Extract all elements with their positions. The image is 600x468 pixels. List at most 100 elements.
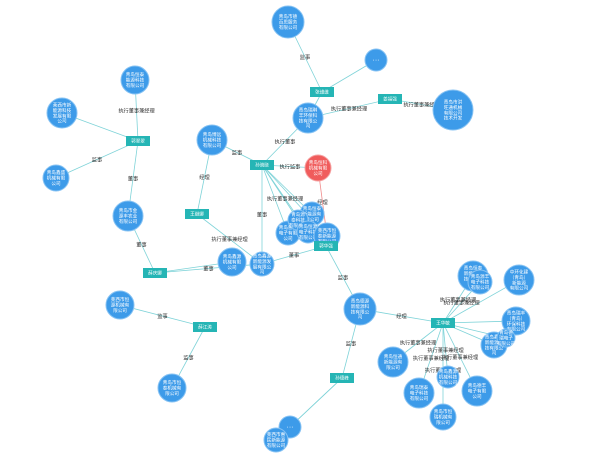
company-name-line: 青岛鑫泰	[485, 334, 504, 341]
person-node[interactable]: 张维维	[310, 87, 334, 97]
company-name-line: 司	[306, 124, 311, 129]
company-name-line: 机械有限	[223, 259, 242, 266]
edge-label: 执行董事兼经理	[413, 354, 450, 362]
company-circle	[501, 306, 531, 336]
person-box	[143, 268, 167, 278]
company-name-line: 旺通机械	[444, 104, 463, 111]
person-node[interactable]: 孙晓晓	[250, 160, 274, 170]
edge-label: 董事	[136, 241, 146, 249]
company-name-line: 有限公司	[444, 109, 463, 116]
edge-label: 监事	[183, 354, 193, 362]
person-node[interactable]: 姜福强	[378, 94, 402, 104]
company-name-line: 能源科技	[53, 107, 72, 114]
edge-labels-layer: 监事执行董事兼经理执行董事兼经理执行董事兼经理监事董事执行董事监事执行监事执行董…	[92, 53, 481, 374]
more-indicator: ···	[287, 424, 294, 431]
company-name-line: 莱西市新	[53, 102, 72, 109]
edge-label: 执行监事	[280, 163, 301, 171]
person-node[interactable]: 王华敏	[431, 318, 455, 328]
company-name-line: 新能源	[512, 279, 526, 286]
edge-label: 经理	[199, 173, 210, 181]
company-circle	[343, 292, 377, 326]
company-name-line: 电子有限	[468, 388, 487, 395]
nodes-layer[interactable]: 青岛市德百思服务有限公司张维维···姜福强青岛市洪旺通机械有限公司技术开发青岛瑞…	[42, 5, 535, 453]
company-circle	[105, 290, 135, 320]
company-name-line: 青岛恒源	[299, 223, 318, 230]
edge-p_c-c_lt3	[55, 140, 139, 179]
company-circle	[467, 269, 493, 295]
company-name-line: 青岛恒科	[309, 159, 328, 166]
company-node[interactable]: ···	[364, 48, 388, 72]
company-name-line: 技有限公	[299, 117, 318, 124]
edge-label: 监事	[232, 149, 242, 157]
company-name-line: 技有限公	[351, 308, 370, 315]
person-name: 王华敏	[436, 320, 450, 327]
company-name-line: 泰机械有	[163, 385, 182, 392]
company-name-line: 青岛德源	[351, 298, 370, 305]
company-name-line: 公司	[472, 394, 482, 399]
company-name-line: 青岛瑞琳	[299, 107, 318, 114]
company-circle	[217, 247, 247, 277]
person-node[interactable]: 薛庆娜	[143, 268, 167, 278]
person-box	[378, 94, 402, 104]
edge-label: 经理	[396, 312, 407, 320]
person-node[interactable]: 郭华强	[314, 241, 338, 251]
company-name-line: 环保科技	[507, 320, 526, 327]
edge-label: 执行董事兼经理	[427, 346, 464, 354]
company-name-line: 电子科技	[410, 390, 429, 397]
company-name-line: 青岛博远	[203, 131, 222, 138]
company-name-line: 电子科技	[471, 279, 490, 286]
company-name-line: 青岛鑫盛	[47, 169, 66, 176]
company-name-line: 青岛市恒	[163, 379, 182, 386]
company-circle	[46, 97, 78, 129]
company-name-line: 有限公司	[289, 222, 308, 229]
company-name-line: 发展有限	[53, 112, 72, 119]
person-name: 孙晓晓	[255, 162, 269, 169]
company-name-line: 机械科技	[203, 137, 222, 144]
person-node[interactable]: 郭翠翠	[126, 136, 150, 146]
company-name-line: 源机械有	[111, 302, 130, 309]
company-name-line: 新能源科	[351, 303, 370, 310]
company-name-line: 有限公司	[439, 379, 458, 386]
person-box	[126, 136, 150, 146]
company-name-line: 公司	[313, 171, 323, 176]
company-name-line: 有限公司	[126, 82, 145, 89]
person-node[interactable]: 薛江涛	[193, 322, 217, 332]
company-circle	[429, 403, 457, 431]
company-name-line: 限公司	[165, 390, 179, 397]
company-name-line: 有限公司	[410, 395, 429, 402]
person-name: 郭华强	[319, 243, 333, 250]
person-node[interactable]: 孙德峰	[330, 373, 354, 383]
company-name-line: 新能源有	[303, 211, 322, 218]
company-name-line: 莱西市惠	[267, 431, 286, 438]
person-node[interactable]: 王继娜	[185, 209, 209, 219]
company-name-line: 有限公司	[279, 24, 298, 31]
company-name-line: 技有限公	[485, 344, 504, 351]
company-name-line: 民新能源	[267, 437, 286, 444]
